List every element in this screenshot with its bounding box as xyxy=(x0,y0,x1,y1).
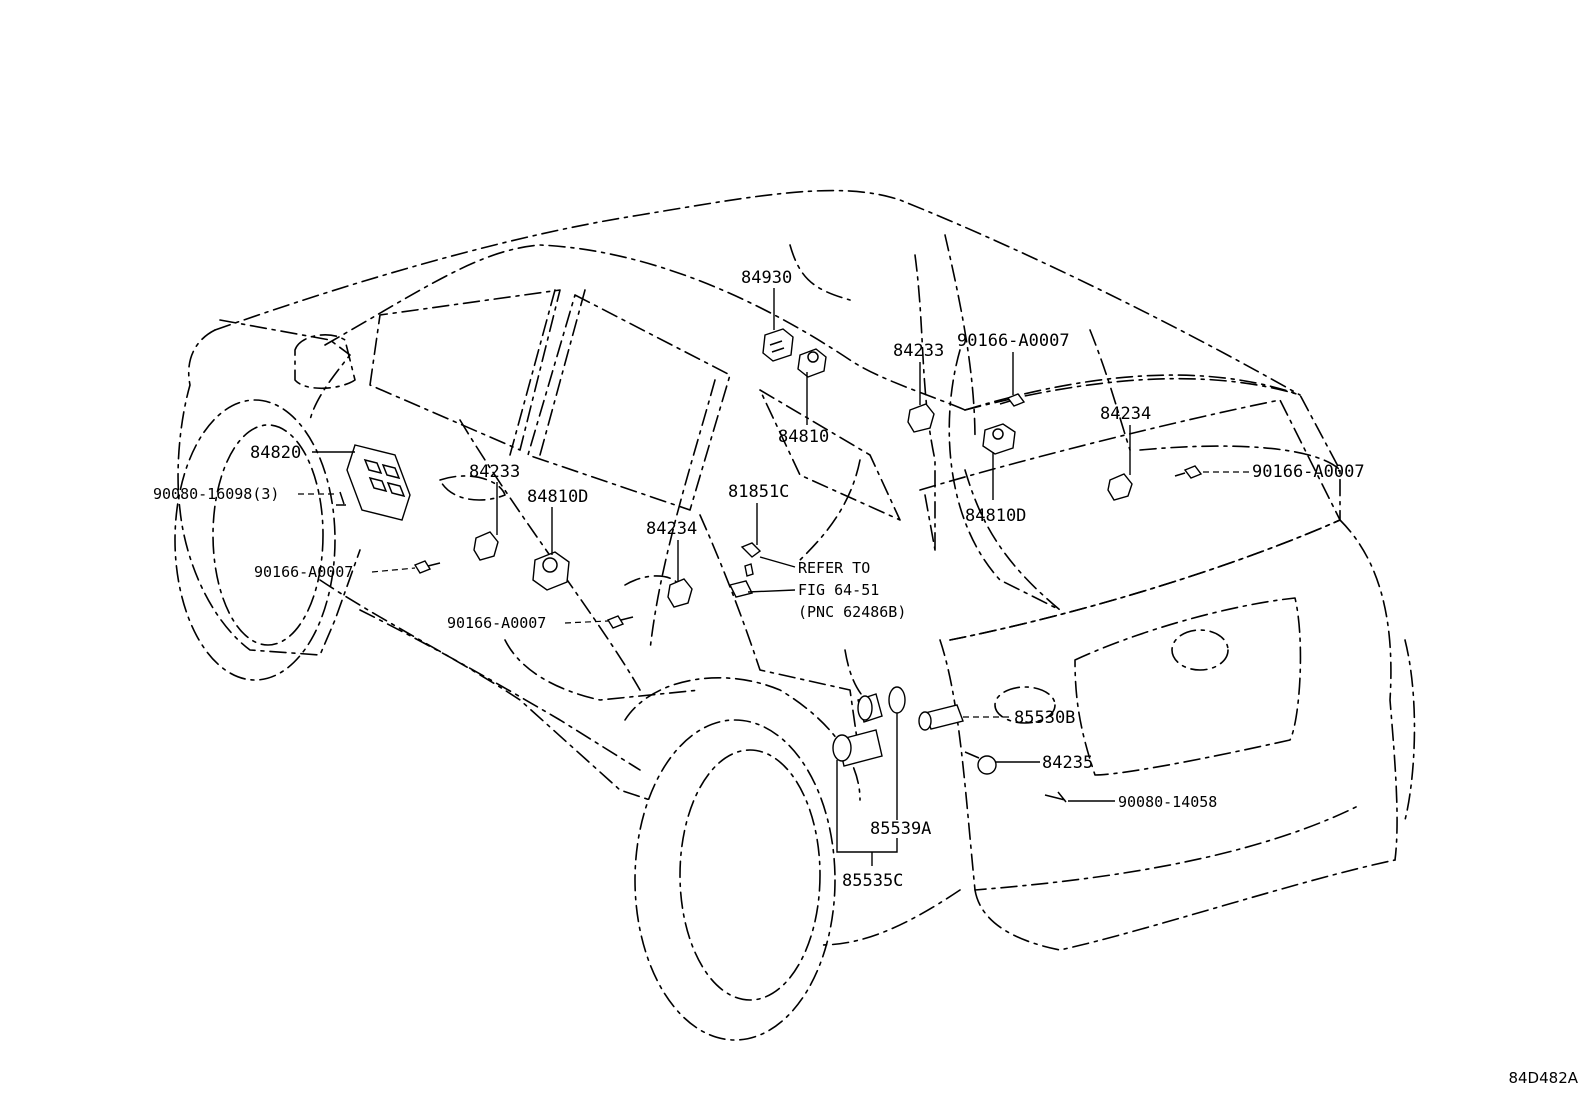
callout-84820: 84820 xyxy=(250,443,301,463)
callout-90166-left: 90166-A0007 xyxy=(254,563,353,581)
callout-85539a: 85539A xyxy=(870,819,931,839)
switch-84810d-right-shape xyxy=(982,423,1016,455)
callout-90166-right: 90166-A0007 xyxy=(1252,462,1365,482)
switch-84233-right-shape xyxy=(907,403,935,433)
callout-84810: 84810 xyxy=(778,427,829,447)
callout-84234-right: 84234 xyxy=(1100,404,1151,424)
reference-note-line-2: FIG 64-51 xyxy=(798,581,879,599)
callout-81851c: 81851C xyxy=(728,482,789,502)
switch-84234-right-shape xyxy=(1107,473,1133,501)
bolt-90166-center-shape xyxy=(606,615,634,629)
component-parts xyxy=(336,328,1203,803)
switch-84235-shape xyxy=(964,751,997,775)
reference-note-line-1: REFER TO xyxy=(798,559,870,577)
callout-84810d-left: 84810D xyxy=(527,487,588,507)
switch-84234-center-shape xyxy=(667,578,693,608)
outlet-85535c-shape xyxy=(832,693,883,767)
vehicle-outline xyxy=(174,189,1416,1041)
callout-84234-center: 84234 xyxy=(646,519,697,539)
lamp-81851c-shape xyxy=(728,542,762,598)
callout-90166-center: 90166-A0007 xyxy=(447,614,546,632)
screw-16098-shape xyxy=(336,491,346,506)
switch-84810-shape xyxy=(797,348,827,378)
callout-90080-14058: 90080-14058 xyxy=(1118,793,1217,811)
callout-84930: 84930 xyxy=(741,268,792,288)
master-switch-84820-shape xyxy=(346,444,411,521)
callout-84810d-right: 84810D xyxy=(965,506,1026,526)
callout-90080-16098: 90080-16098(3) xyxy=(153,485,279,503)
leader-lines xyxy=(298,288,1250,866)
callout-84233-left: 84233 xyxy=(469,462,520,482)
bolt-90166-left-shape xyxy=(413,560,441,574)
socket-85530b-shape xyxy=(918,704,964,731)
callout-84233-right: 84233 xyxy=(893,341,944,361)
bolt-90166-right-shape xyxy=(1174,465,1203,479)
switch-84810d-left-shape xyxy=(532,551,570,591)
switch-84930-shape xyxy=(762,328,794,362)
callout-85535c: 85535C xyxy=(842,871,903,891)
reference-note-line-3: (PNC 62486B) xyxy=(798,603,906,621)
screw-14058-shape xyxy=(1044,791,1067,803)
callout-84235: 84235 xyxy=(1042,753,1093,773)
figure-code: 84D482A xyxy=(1508,1069,1578,1087)
callout-90166-upper: 90166-A0007 xyxy=(957,331,1070,351)
bolt-90166-upper-shape xyxy=(999,393,1026,407)
callout-85530b: 85530B xyxy=(1014,708,1075,728)
cap-85539a-shape xyxy=(888,686,906,714)
callout-labels: 84930 84810 84233 90166-A0007 84234 9016… xyxy=(153,268,1365,891)
switch-84233-left-shape xyxy=(473,531,499,561)
